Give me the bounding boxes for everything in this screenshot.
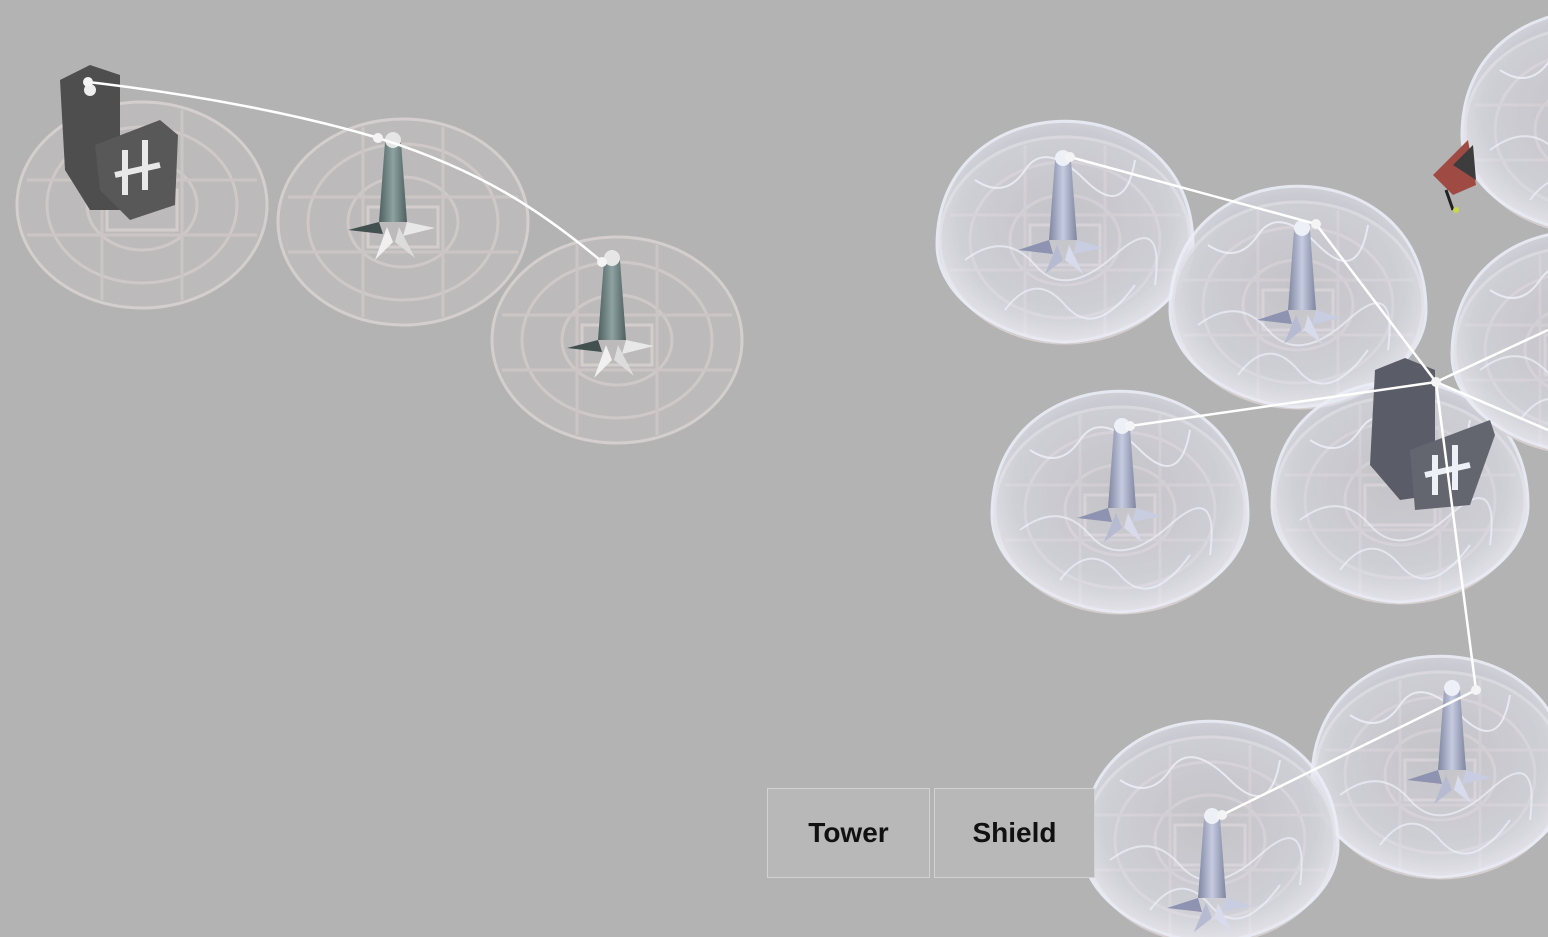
tower-button[interactable]: Tower — [767, 788, 930, 878]
shield-dome-icon[interactable] — [1462, 11, 1548, 233]
shield-button[interactable]: Shield — [934, 788, 1095, 878]
link-node — [83, 77, 1481, 820]
link-network — [87, 80, 1548, 817]
enemy-creeper-icon[interactable] — [1433, 140, 1476, 213]
base-building-icon[interactable] — [60, 65, 178, 220]
shield-dome-icon[interactable] — [1312, 656, 1548, 878]
